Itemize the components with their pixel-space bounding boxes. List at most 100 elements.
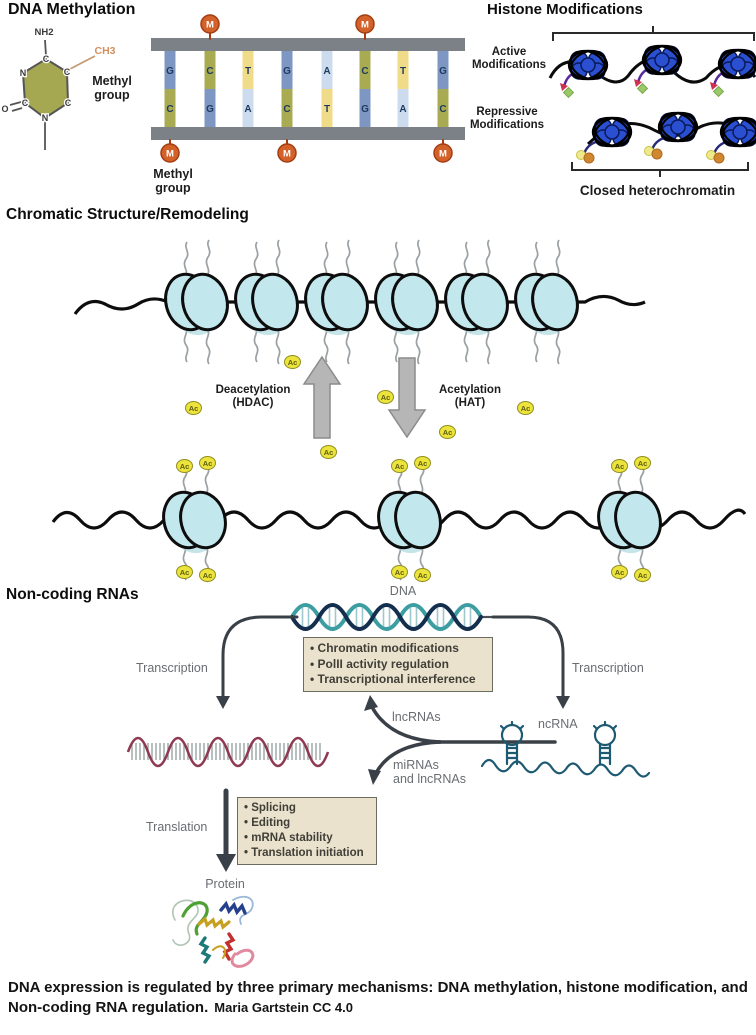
ac-badge: Ac — [176, 459, 193, 473]
svg-text:G: G — [283, 66, 291, 77]
dna-double-helix — [278, 603, 495, 631]
protein-label: Protein — [205, 877, 245, 891]
methyl-group-label-side: Methyl group — [92, 74, 132, 103]
svg-text:G: G — [439, 66, 447, 77]
ac-badge: Ac — [320, 445, 337, 459]
svg-text:A: A — [244, 104, 251, 115]
svg-text:G: G — [206, 104, 214, 115]
deacetylation-up-arrow — [302, 355, 342, 439]
svg-text:M: M — [439, 149, 447, 160]
base-pair-rungs — [164, 51, 449, 127]
figure-caption: DNA expression is regulated by three pri… — [8, 978, 750, 1019]
methyl-group-label-bottom: Methyl group — [153, 167, 193, 196]
dna-label: DNA — [389, 584, 417, 598]
open-chromatin-row — [51, 457, 747, 583]
ac-badge: Ac — [199, 456, 216, 470]
deacetylation-label: Deacetylation (HDAC) — [215, 384, 291, 410]
bullet-item: • mRNA stability — [244, 831, 333, 844]
dna-regulation-box: • Chromatin modifications • PolII activi… — [303, 637, 493, 692]
open-chromatin-bracket — [552, 26, 755, 41]
svg-text:G: G — [361, 104, 369, 115]
ac-badge: Ac — [176, 565, 193, 579]
cytosine-structure-diagram: NH2 CH3 C C C N C N O — [0, 26, 116, 150]
acetylation-arrows — [302, 355, 427, 439]
atom-c-lower-right: C — [65, 98, 72, 108]
section-title-chromatin-remodeling: Chromatic Structure/Remodeling — [6, 206, 249, 223]
svg-text:C: C — [439, 104, 446, 115]
ac-badge: Ac — [391, 459, 408, 473]
caption-text: DNA expression is regulated by three pri… — [8, 979, 748, 1017]
nucleosomes — [158, 268, 585, 343]
svg-text:M: M — [166, 149, 174, 160]
closed-heterochromatin-label: Closed heterochromatin — [579, 183, 736, 198]
arrowheads — [216, 695, 570, 872]
svg-text:T: T — [400, 66, 406, 77]
section-title-histone-modifications: Histone Modifications — [487, 1, 643, 18]
ac-badge: Ac — [284, 355, 301, 369]
bullet-item: • Splicing — [244, 802, 296, 814]
active-nucleosomes — [558, 39, 756, 99]
section-title-dna-methylation: DNA Methylation — [8, 1, 136, 18]
nucleosomes — [156, 486, 668, 561]
ac-badge: Ac — [634, 456, 651, 470]
methyl-badges: M M M M M — [160, 14, 453, 163]
dna-strand-top — [151, 38, 465, 51]
dna-linker-line — [73, 294, 646, 315]
top-base-letters: G C T G A C T G — [166, 66, 447, 77]
hairpin-1 — [499, 720, 525, 766]
acetylation-down-arrow — [387, 357, 427, 439]
helix-strand-teal — [290, 603, 483, 631]
histone-modifications-diagram — [548, 26, 756, 177]
ncrna-label: ncRNA — [538, 717, 578, 731]
mrna-base-ticks — [131, 743, 321, 760]
protein-ribbon-diagram — [172, 895, 255, 968]
transcription-arrow-left — [221, 615, 299, 699]
transcription-arrow-right — [491, 615, 565, 699]
svg-text:A: A — [323, 66, 330, 77]
svg-text:G: G — [166, 66, 174, 77]
bottom-base-letters: C G A C T G A C — [166, 104, 446, 115]
atom-n-upper-left: N — [20, 68, 27, 78]
svg-text:C: C — [361, 66, 368, 77]
section-title-noncoding-rnas: Non-coding RNAs — [6, 586, 139, 603]
ac-badge: Ac — [439, 425, 456, 439]
ncrna-backbone — [480, 758, 651, 778]
caption-credit: Maria Gartstein CC 4.0 — [214, 1000, 353, 1016]
acetylation-label: Acetylation (HAT) — [439, 384, 501, 410]
mirnas-label: miRNAs and lncRNAs — [393, 758, 466, 787]
mrna-regulation-box: • Splicing • Editing • mRNA stability • … — [237, 797, 377, 865]
dna-strand-bottom — [151, 127, 465, 140]
helix-strand-navy — [290, 603, 483, 631]
helix-rungs — [301, 608, 472, 626]
svg-text:M: M — [361, 20, 369, 31]
ch3-label: CH3 — [94, 45, 115, 57]
atom-c-top: C — [43, 54, 50, 64]
ac-badge: Ac — [414, 568, 431, 582]
transcription-label-right: Transcription — [572, 661, 644, 675]
mrna-strand — [126, 736, 330, 768]
lncrnas-label: lncRNAs — [392, 710, 441, 724]
mrna-diagram — [126, 736, 330, 768]
bullet-item: • Chromatin modifications — [310, 641, 459, 655]
bullet-item: • PolII activity regulation — [310, 656, 449, 671]
nh2-label: NH2 — [34, 27, 53, 38]
svg-text:A: A — [399, 104, 406, 115]
dna-ladder-diagram: G C T G A C T G C G A C T G A C — [151, 14, 465, 163]
ac-badge: Ac — [517, 401, 534, 415]
transcription-label-left: Transcription — [136, 661, 208, 675]
svg-text:T: T — [245, 66, 251, 77]
condensed-chromatin-row — [73, 239, 646, 365]
mirna-branch-down — [374, 740, 442, 775]
atom-c-lower-left: C — [22, 98, 29, 108]
svg-text:T: T — [324, 104, 330, 115]
ac-badge: Ac — [185, 401, 202, 415]
svg-text:C: C — [283, 104, 290, 115]
translation-label: Translation — [146, 820, 208, 834]
ac-badge: Ac — [634, 568, 651, 582]
ncrna-hairpin-diagram — [480, 720, 651, 778]
repressive-nucleosomes — [575, 106, 756, 165]
ac-badge: Ac — [414, 456, 431, 470]
ac-badge: Ac — [611, 459, 628, 473]
bullet-item: • Editing — [244, 816, 291, 829]
closed-heterochromatin-bracket — [571, 162, 749, 177]
